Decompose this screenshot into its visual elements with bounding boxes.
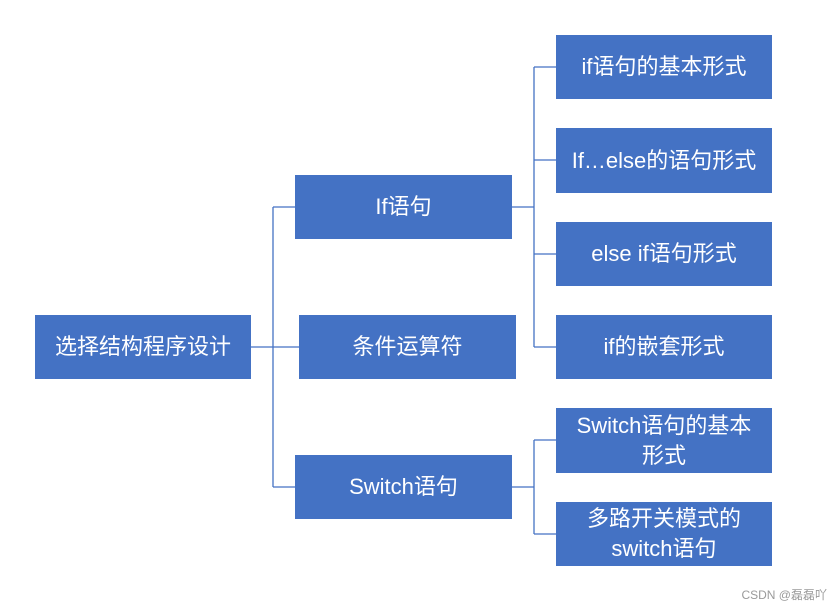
leaf-node-switch-basic-form: Switch语句的基本 形式 — [556, 408, 772, 473]
branch-node-switch-label: Switch语句 — [349, 474, 458, 499]
csdn-watermark: CSDN @磊磊吖 — [741, 588, 827, 602]
branch-node-conditional-operator: 条件运算符 — [299, 315, 516, 379]
leaf-node-label-line-1: 多路开关模式的 — [586, 506, 741, 531]
leaf-node-label: if语句的基本形式 — [581, 54, 747, 79]
branch-node-if-label: If语句 — [375, 194, 432, 219]
leaf-node-label-line-2: switch语句 — [611, 536, 717, 561]
leaf-node-nested-if-form: if的嵌套形式 — [556, 315, 772, 379]
leaf-node-label-line-2: 形式 — [641, 442, 686, 468]
leaf-node-label-line-1: Switch语句的基本 — [576, 412, 752, 438]
branch-node-if: If语句 — [295, 175, 512, 239]
leaf-node-if-basic-form: if语句的基本形式 — [556, 35, 772, 99]
root-node-label: 选择结构程序设计 — [54, 334, 231, 359]
leaf-node-label: else if语句形式 — [591, 241, 737, 266]
root-node: 选择结构程序设计 — [35, 315, 251, 379]
branch-node-switch: Switch语句 — [295, 455, 512, 519]
leaf-node-label: if的嵌套形式 — [603, 334, 725, 359]
leaf-node-multiway-switch: 多路开关模式的 switch语句 — [556, 502, 772, 566]
leaf-node-label: If…else的语句形式 — [571, 147, 757, 173]
branch-node-conditional-operator-label: 条件运算符 — [352, 334, 463, 359]
leaf-node-if-else-form: If…else的语句形式 — [556, 128, 772, 193]
leaf-node-else-if-form: else if语句形式 — [556, 222, 772, 286]
